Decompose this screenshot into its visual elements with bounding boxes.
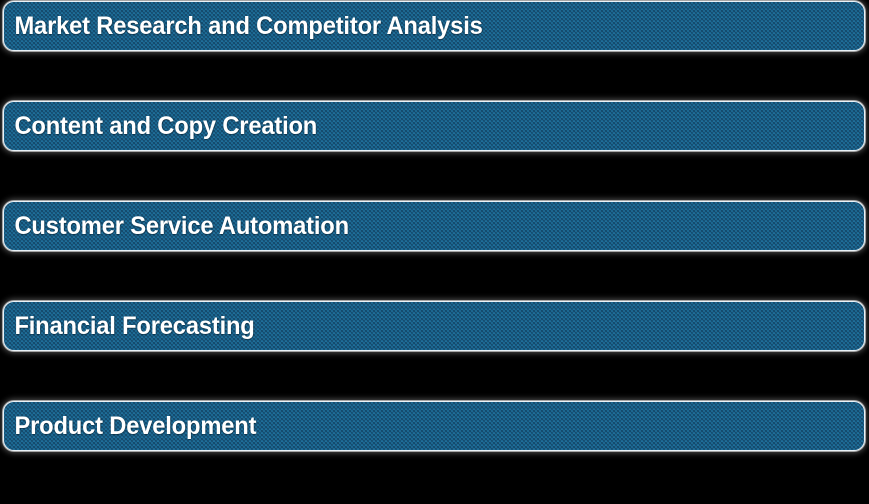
banner-label-3: Customer Service Automation	[14, 211, 349, 240]
banner-bar-1[interactable]: Market Research and Competitor Analysis	[3, 1, 865, 51]
banner-bar-4[interactable]: Financial Forecasting	[3, 301, 865, 351]
list-item[interactable]: Market Research and Competitor Analysis	[3, 1, 865, 51]
banner-label-5: Product Development	[14, 411, 257, 440]
list-item[interactable]: Customer Service Automation	[3, 201, 865, 251]
banner-label-4: Financial Forecasting	[14, 311, 255, 340]
banner-bar-2[interactable]: Content and Copy Creation	[3, 101, 865, 151]
banner-bar-5[interactable]: Product Development	[3, 401, 865, 451]
banner-label-1: Market Research and Competitor Analysis	[14, 11, 483, 40]
list-item[interactable]: Content and Copy Creation	[3, 101, 865, 151]
list-item[interactable]: Financial Forecasting	[3, 301, 865, 351]
banner-label-2: Content and Copy Creation	[14, 111, 318, 140]
list-item[interactable]: Product Development	[3, 401, 865, 451]
banner-bar-3[interactable]: Customer Service Automation	[3, 201, 865, 251]
